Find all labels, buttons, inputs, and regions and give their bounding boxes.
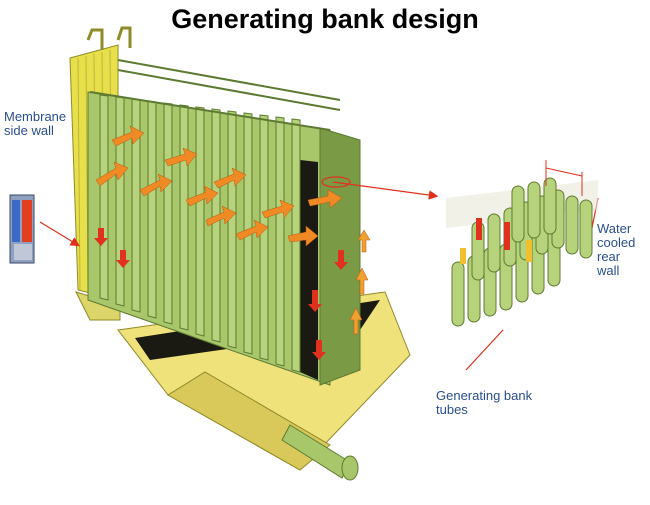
label-line: side wall [4,123,54,138]
rear-gap [300,160,318,380]
detail-tube-bank [446,160,598,327]
label-line: Membrane [4,109,67,124]
label-line: tubes [436,402,468,417]
red-flow-arrows [94,228,348,360]
label-line: rear [597,249,621,264]
label-water-cooled-rear-wall: Water cooled rear wall [597,222,635,278]
label-line: cooled [597,235,636,250]
page-title: Generating bank design [171,4,479,34]
label-membrane-side-wall: Membrane side wall [4,110,66,138]
tube-top-headers [89,59,341,131]
label-line: wall [597,263,620,278]
label-generating-bank-tubes: Generating bank tubes [436,389,532,417]
gas-flow-arrows [95,125,343,247]
rising-flow-arrows [349,229,371,335]
label-line: Water [597,221,632,236]
label-line: Generating bank [436,388,533,403]
boiler-thumbnail [9,194,35,264]
